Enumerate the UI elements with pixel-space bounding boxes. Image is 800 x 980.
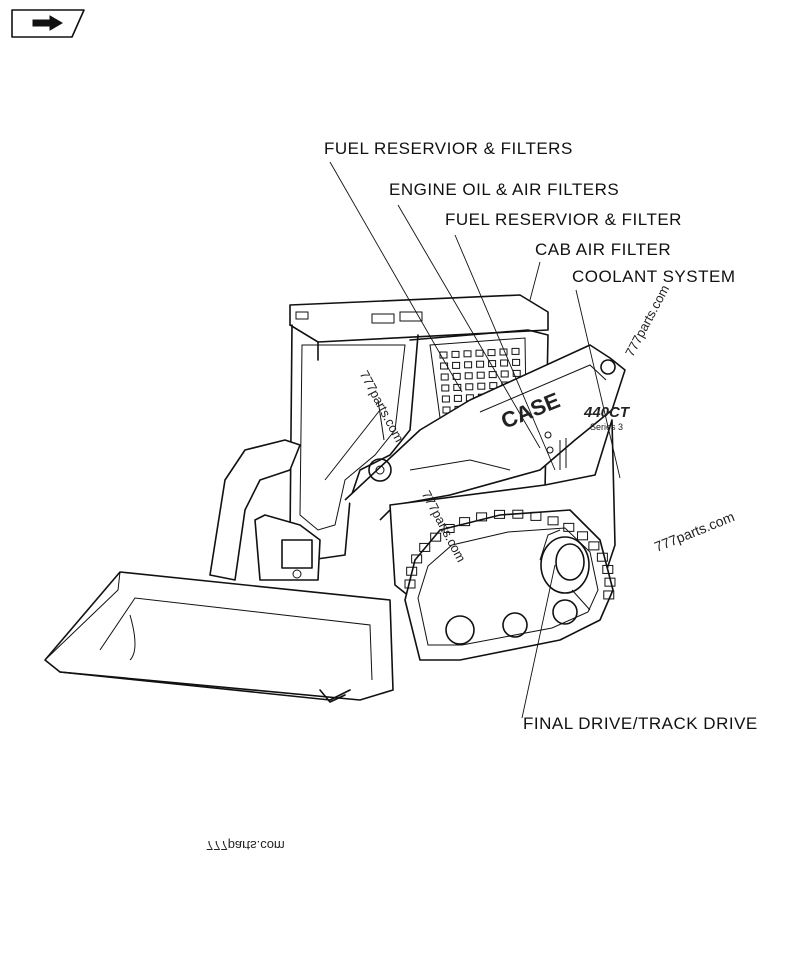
model-decal: 440CT (584, 404, 630, 421)
series-decal: Series 3 (590, 422, 624, 432)
grille-slot (475, 349, 484, 357)
track-tread (406, 566, 418, 576)
track-tread (530, 511, 542, 521)
grille-slot (512, 369, 521, 377)
track-tread (602, 564, 614, 574)
callout-leaders (329, 161, 621, 719)
grille-slot (453, 394, 462, 402)
track-tread (547, 516, 559, 526)
track-tread (588, 541, 600, 551)
track-tread (494, 509, 506, 519)
track-tread (430, 532, 442, 542)
callout-coolant-system: COOLANT SYSTEM (572, 267, 736, 286)
grille-slot (440, 362, 449, 370)
grille-slot (500, 370, 509, 378)
track-tread (404, 579, 416, 589)
grille-slot (439, 351, 448, 359)
grille-slot (488, 371, 497, 379)
track-tread (604, 577, 616, 587)
loader-arm (344, 344, 626, 521)
track-tread (603, 590, 615, 600)
grille-slot (476, 360, 485, 368)
grille-slot (463, 350, 472, 358)
track-tread (596, 552, 608, 562)
track-tread (419, 542, 431, 552)
callout-cab-air-filter: CAB AIR FILTER (535, 240, 672, 259)
grille-slot (441, 395, 450, 403)
grille-slot (465, 383, 474, 391)
grille-slot (464, 372, 473, 380)
final-drive-hub (539, 529, 591, 611)
grille-slot (452, 361, 461, 369)
grille-slot (487, 349, 496, 357)
grille-slot (441, 384, 450, 392)
cab-roof (289, 294, 549, 361)
right-arrow-tab-icon (11, 9, 85, 38)
callout-fuel-reservior-filter: FUEL RESERVIOR & FILTER (445, 210, 682, 229)
track-tread (476, 512, 488, 522)
callout-final-drive-track-drive: FINAL DRIVE/TRACK DRIVE (523, 714, 758, 733)
grille-slot (477, 382, 486, 390)
grille-slot (464, 361, 473, 369)
watermark: 777parts.com (206, 838, 285, 853)
callout-fuel-reservior-filters: FUEL RESERVIOR & FILTERS (324, 139, 573, 158)
grille-slot (451, 350, 460, 358)
track-tread (411, 554, 423, 564)
grille-slot (476, 371, 485, 379)
left-loader-arm (209, 439, 321, 581)
grille-slot (511, 347, 520, 355)
grille-slot (500, 359, 509, 367)
track-tread (459, 517, 471, 527)
bucket (44, 571, 394, 703)
grille-slot (440, 373, 449, 381)
grille-slot (512, 358, 521, 366)
grille-slot (442, 406, 451, 414)
track-tread (577, 531, 589, 541)
callout-engine-oil-air-filters: ENGINE OIL & AIR FILTERS (389, 180, 620, 199)
track-tread (443, 523, 455, 533)
track-tread (512, 509, 524, 519)
track-tread (563, 522, 575, 532)
